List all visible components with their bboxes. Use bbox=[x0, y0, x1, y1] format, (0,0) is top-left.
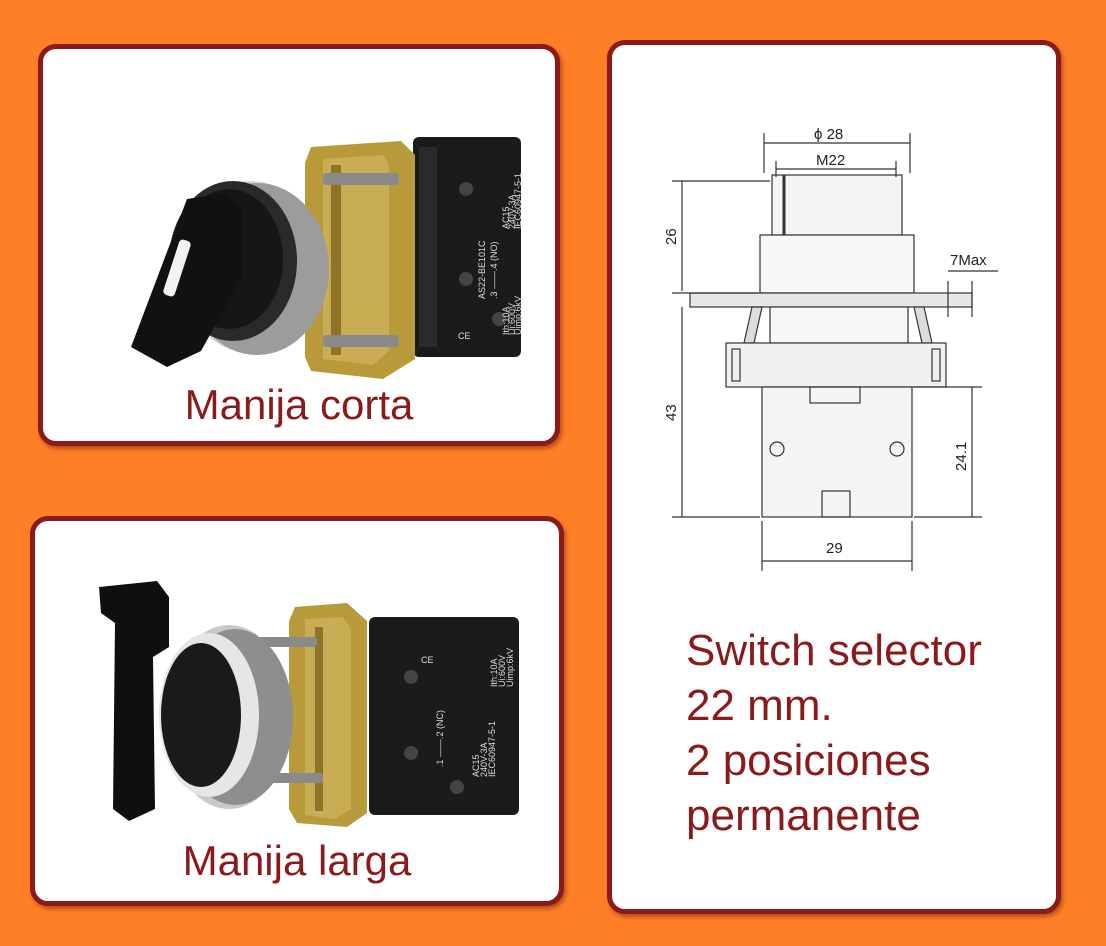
svg-text:CE: CE bbox=[458, 331, 471, 341]
svg-text:AC15: AC15 bbox=[501, 206, 511, 229]
svg-text:240V-3A: 240V-3A bbox=[507, 194, 517, 229]
svg-text:IEC60947-5-1: IEC60947-5-1 bbox=[513, 173, 523, 229]
svg-text:CE: CE bbox=[421, 655, 434, 665]
svg-text:Uimp:6kV: Uimp:6kV bbox=[505, 648, 515, 687]
svg-text:.3 ——.4 (NO): .3 ——.4 (NO) bbox=[489, 241, 499, 299]
svg-text:Ui:600V: Ui:600V bbox=[507, 303, 517, 335]
specification-card: ϕ 28 M22 26 7Max 43 24.1 29 Switch selec… bbox=[607, 40, 1061, 914]
svg-text:240V-3A: 240V-3A bbox=[479, 742, 489, 777]
spec-line-size: 22 mm. bbox=[686, 681, 833, 730]
dim-block-height: 24.1 bbox=[953, 442, 970, 471]
dim-width: 29 bbox=[826, 540, 843, 557]
spec-line-type: permanente bbox=[686, 791, 921, 840]
short-handle-switch-photo: AS22-BE101C .3 ——.4 (NO) AC15 240V-3A IE… bbox=[131, 137, 523, 379]
dim-total-height: 43 bbox=[663, 404, 680, 421]
long-handle-card: CE .1 ——.2 (NC) AC15 240V-3A IEC60947-5-… bbox=[30, 516, 564, 906]
short-handle-caption: Manija corta bbox=[184, 381, 414, 428]
short-handle-card: AS22-BE101C .3 ——.4 (NO) AC15 240V-3A IE… bbox=[38, 44, 560, 446]
svg-text:.1 ——.2 (NC): .1 ——.2 (NC) bbox=[435, 710, 445, 767]
spec-line-name: Switch selector bbox=[686, 626, 982, 675]
svg-text:Ith:10A: Ith:10A bbox=[489, 658, 499, 687]
svg-text:Ui:600V: Ui:600V bbox=[497, 655, 507, 687]
dim-top-height: 26 bbox=[663, 228, 680, 245]
dimension-drawing: ϕ 28 M22 26 7Max 43 24.1 29 bbox=[663, 126, 998, 571]
dim-panel-thickness: 7Max bbox=[950, 252, 987, 269]
svg-text:IEC60947-5-1: IEC60947-5-1 bbox=[487, 721, 497, 777]
dim-diameter: ϕ 28 bbox=[814, 126, 843, 143]
svg-text:AC15: AC15 bbox=[471, 754, 481, 777]
svg-text:Uimp:6kV: Uimp:6kV bbox=[513, 296, 523, 335]
long-handle-caption: Manija larga bbox=[182, 837, 412, 884]
dim-thread: M22 bbox=[816, 152, 845, 169]
svg-text:AS22-BE101C: AS22-BE101C bbox=[477, 240, 487, 299]
long-handle-switch-photo: CE .1 ——.2 (NC) AC15 240V-3A IEC60947-5-… bbox=[99, 581, 519, 827]
svg-text:Ith:10A: Ith:10A bbox=[501, 306, 511, 335]
specification-text: Switch selector 22 mm. 2 posiciones perm… bbox=[686, 623, 982, 843]
spec-line-positions: 2 posiciones bbox=[686, 736, 931, 785]
